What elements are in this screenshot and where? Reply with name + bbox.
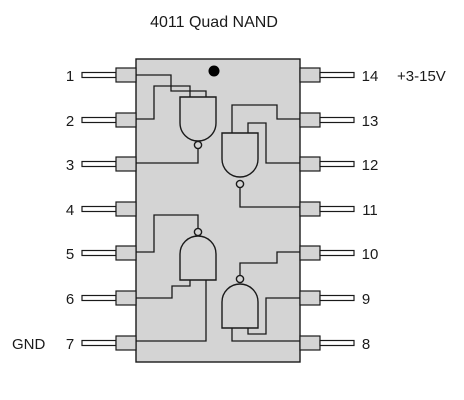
gate-a-output-wire — [136, 148, 199, 164]
pin-4: 4 — [66, 201, 137, 219]
nand-gate-b — [221, 104, 300, 208]
pin-10-number: 10 — [362, 246, 379, 263]
pin-11-lead — [319, 205, 355, 213]
pin-12-lead — [319, 160, 355, 168]
pin-6-lead — [81, 294, 117, 302]
gate-b-input-1-wire — [231, 104, 300, 133]
pin-8-lead — [319, 339, 355, 347]
pin-8-number: 8 — [362, 336, 370, 353]
nand-gate-d — [221, 251, 300, 342]
pin-11: 11 — [299, 201, 378, 219]
nand-gate-a — [136, 74, 217, 164]
gate-a-input-2-wire — [136, 74, 207, 97]
pin-5-pad — [115, 245, 137, 261]
pin-6-pad — [115, 290, 137, 306]
pin-10: 10 — [299, 245, 379, 263]
pin-1: 1 — [66, 67, 137, 85]
pin-14-pad — [299, 67, 321, 83]
pin-9-pad — [299, 290, 321, 306]
pin-8-pad — [299, 335, 321, 351]
pin1-marker-dot — [208, 65, 220, 77]
pin-8: 8 — [299, 335, 370, 353]
pin-4-pad — [115, 201, 137, 217]
pin-4-lead — [81, 205, 117, 213]
pin-5-number: 5 — [66, 246, 74, 263]
nand-gate-b-bubble — [235, 179, 245, 189]
pin-7: 7 — [66, 335, 137, 353]
pin-9-lead — [319, 294, 355, 302]
pin-7-pad — [115, 335, 137, 351]
gate-c-output-wire — [136, 280, 207, 342]
pin-6: 6 — [66, 290, 137, 308]
pin-2-pad — [115, 112, 137, 128]
gate-d-input-1-wire — [239, 251, 300, 276]
nand-gate-a-bubble — [193, 140, 203, 150]
pin-3-pad — [115, 156, 137, 172]
pin-2-number: 2 — [66, 113, 74, 130]
gate-d-output-wire — [231, 328, 300, 342]
nand-gate-c — [136, 214, 217, 342]
pin-10-pad — [299, 245, 321, 261]
pin-3-lead — [81, 160, 117, 168]
nand-gate-c-body — [179, 235, 217, 281]
gate-c-input-2-wire — [136, 280, 191, 299]
diagram-title: 4011 Quad NAND — [150, 14, 278, 31]
pin-13-pad — [299, 112, 321, 128]
gate-c-input-1-wire — [136, 214, 199, 253]
pin-13-lead — [319, 116, 355, 124]
pin-10-lead — [319, 249, 355, 257]
pin-14-lead — [319, 71, 355, 79]
pin-1-pad — [115, 67, 137, 83]
pin-9-number: 9 — [362, 291, 370, 308]
pin-12-number: 12 — [362, 157, 379, 174]
pin-3-number: 3 — [66, 157, 74, 174]
vdd-label: +3-15V — [397, 68, 446, 85]
pin-11-pad — [299, 201, 321, 217]
pin-3: 3 — [66, 156, 137, 174]
pin-14: 14 — [299, 67, 379, 85]
pin-1-lead — [81, 71, 117, 79]
pin-7-lead — [81, 339, 117, 347]
gate-d-input-2-wire — [247, 297, 300, 335]
pin-13: 13 — [299, 112, 379, 130]
nand-gate-b-body — [221, 132, 259, 178]
pin-1-number: 1 — [66, 68, 74, 85]
gnd-label: GND — [12, 336, 46, 353]
pin-2-lead — [81, 116, 117, 124]
chip-body — [135, 58, 301, 363]
pin-12-pad — [299, 156, 321, 172]
pin-9: 9 — [299, 290, 370, 308]
gate-b-input-2-wire — [247, 122, 300, 164]
pin-2: 2 — [66, 112, 137, 130]
gate-b-output-wire — [239, 187, 300, 208]
nand-gate-a-body — [179, 96, 217, 142]
pin-5: 5 — [66, 245, 137, 263]
pin-12: 12 — [299, 156, 379, 174]
pin-7-number: 7 — [66, 336, 74, 353]
pin-6-number: 6 — [66, 291, 74, 308]
pin-5-lead — [81, 249, 117, 257]
pin-11-number: 11 — [362, 202, 378, 219]
pin-4-number: 4 — [66, 202, 74, 219]
pin-14-number: 14 — [362, 68, 379, 85]
pin-13-number: 13 — [362, 113, 379, 130]
gate-a-input-1-wire — [136, 85, 191, 120]
nand-gate-d-body — [221, 283, 259, 329]
